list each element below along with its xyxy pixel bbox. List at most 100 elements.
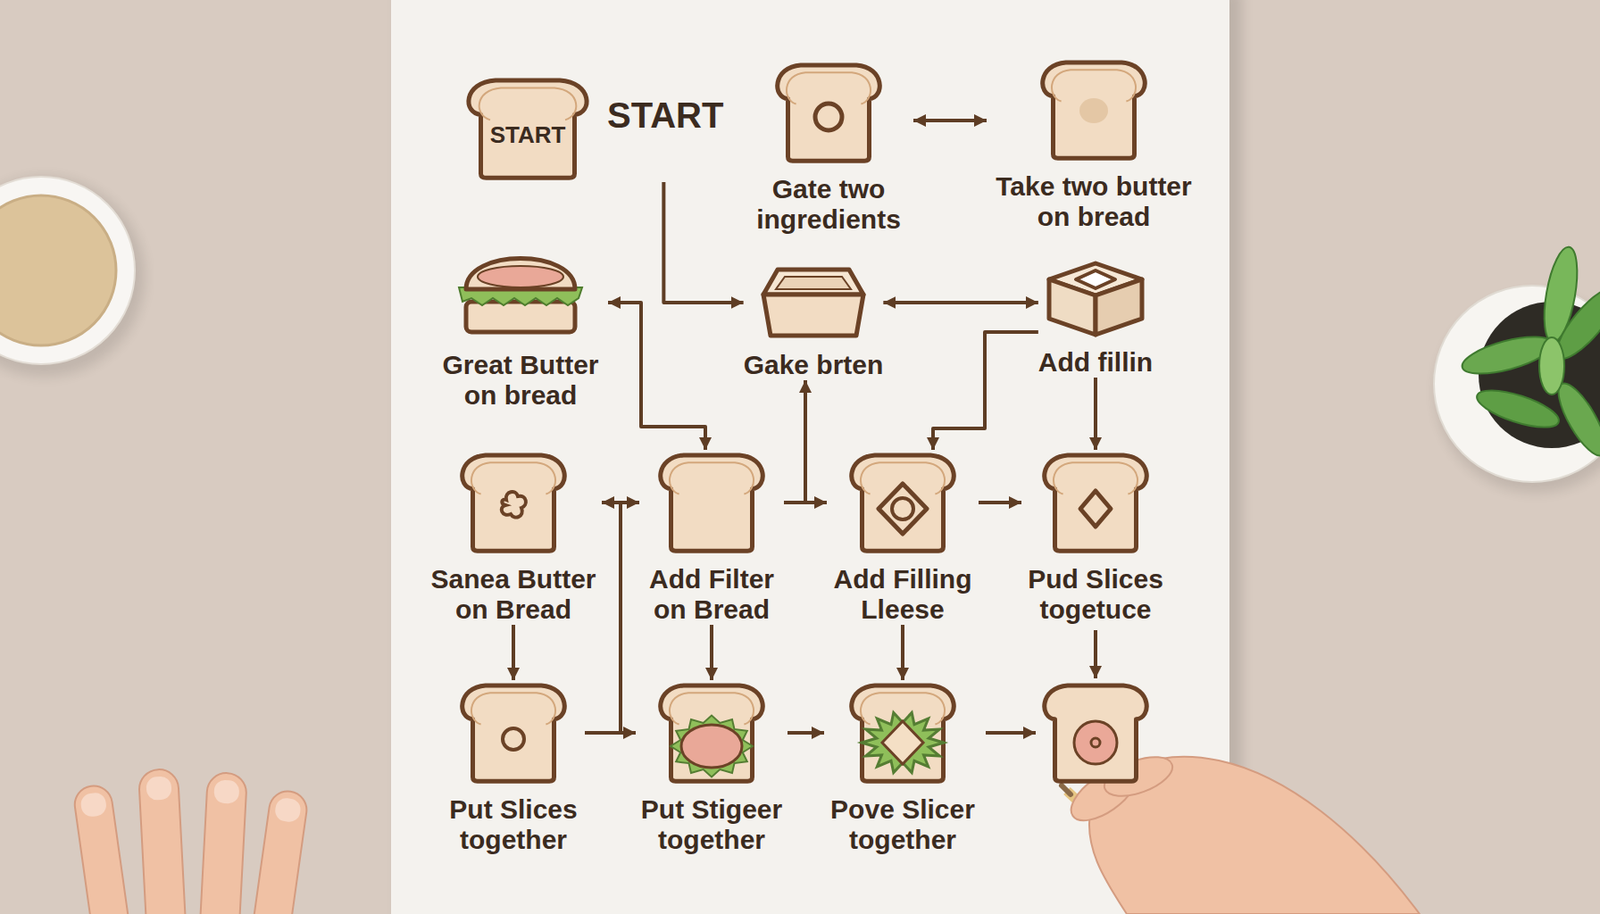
flow-arrow xyxy=(883,300,1038,305)
butter-smear xyxy=(1079,98,1109,124)
process-step: Sanea Butter on Bread xyxy=(425,450,602,625)
bread-slice xyxy=(462,455,566,551)
step-label: START xyxy=(607,94,724,136)
start-label: START xyxy=(460,75,595,183)
bread-slice xyxy=(1044,455,1148,551)
finger xyxy=(199,772,248,914)
leaf xyxy=(1539,337,1565,395)
node-icon xyxy=(1035,57,1152,163)
bread-crust xyxy=(1051,69,1136,101)
step-label: Add fillin xyxy=(1038,347,1153,378)
flow-arrow xyxy=(913,118,987,123)
step-label: Add Filling Lleese xyxy=(826,564,979,625)
cube-right xyxy=(1095,279,1142,335)
flow-arrow xyxy=(978,500,1022,505)
node-icon xyxy=(653,680,770,786)
icon-drawing xyxy=(1037,450,1154,556)
bread-slice xyxy=(660,685,764,782)
coffee-cup xyxy=(0,176,135,365)
icon-drawing xyxy=(455,680,572,786)
node-icon xyxy=(758,264,869,342)
bread-crust xyxy=(479,87,577,120)
flow-arrow xyxy=(663,182,743,303)
diamond-symbol xyxy=(878,483,927,534)
bread-slice xyxy=(1044,685,1147,782)
flow-arrow xyxy=(584,731,636,735)
step-label: Take two butter on bread xyxy=(986,171,1201,233)
icon-drawing xyxy=(653,450,770,556)
ring-symbol xyxy=(891,498,914,520)
box-front xyxy=(763,294,864,336)
ring-symbol xyxy=(502,728,525,750)
nail xyxy=(213,779,240,804)
step-label: Sanea Butter on Bread xyxy=(425,564,602,625)
start-node: START START xyxy=(460,75,724,183)
top-bun xyxy=(466,258,575,291)
icon-drawing xyxy=(653,680,770,786)
nail xyxy=(145,775,172,800)
icon-drawing xyxy=(770,59,887,166)
left-hand xyxy=(72,768,309,914)
flow-arrow xyxy=(601,500,640,505)
node-icon xyxy=(770,59,887,166)
ring-symbol xyxy=(815,103,842,131)
node-icon xyxy=(1043,258,1148,339)
node-icon xyxy=(453,242,588,342)
node-icon: START xyxy=(460,75,595,183)
flow-arrow xyxy=(1093,377,1098,450)
bread-slice xyxy=(660,455,764,551)
step-label: Pove Slicer together xyxy=(824,794,982,856)
flow-arrow xyxy=(1093,630,1098,679)
icon-drawing xyxy=(1035,57,1152,163)
step-label: Gate two ingredients xyxy=(743,174,914,235)
cube-left xyxy=(1049,279,1096,335)
flow-arrow xyxy=(608,302,706,450)
cheese-slice xyxy=(882,721,924,765)
nail xyxy=(274,797,302,825)
icon-drawing xyxy=(1043,258,1148,339)
paper-sheet xyxy=(391,0,1230,914)
finger xyxy=(138,768,187,914)
bread-crust xyxy=(471,462,556,494)
flow-arrow xyxy=(985,731,1036,735)
process-step: Gake brten xyxy=(743,264,884,381)
bread-slice xyxy=(462,685,566,782)
node-icon xyxy=(653,450,770,556)
node-icon xyxy=(455,450,572,556)
flow-arrow xyxy=(933,332,1039,450)
bread-slice xyxy=(1042,62,1146,159)
process-step: Great Butter on bread xyxy=(433,242,609,411)
butter-blob xyxy=(501,491,526,517)
flow-arrow xyxy=(511,625,516,681)
ham-layer xyxy=(477,266,564,288)
flow-arrow xyxy=(787,731,825,735)
process-step: Add Filter on Bread xyxy=(639,450,784,625)
box-inner xyxy=(775,276,851,290)
process-step: Add Filling Lleese xyxy=(826,450,979,625)
bread-slice xyxy=(851,455,955,551)
ham-slice xyxy=(1074,721,1117,765)
succulent-plant xyxy=(1458,244,1600,462)
node-icon xyxy=(844,680,961,786)
node-icon xyxy=(844,450,961,556)
ham-slice xyxy=(681,725,742,768)
bread-crust xyxy=(669,462,754,494)
bread-crust xyxy=(786,72,871,104)
box-top xyxy=(763,269,864,295)
pencil-tip xyxy=(1061,785,1071,795)
bread-crust xyxy=(471,692,556,725)
process-step: Take two butter on bread xyxy=(986,57,1201,233)
process-step: Pove Slicer together xyxy=(824,680,982,856)
finger-nails xyxy=(79,775,302,824)
icon-drawing xyxy=(453,242,588,342)
dot xyxy=(1091,738,1100,748)
icon-drawing xyxy=(844,450,961,556)
nail xyxy=(79,791,108,819)
step-label: Put Slices together xyxy=(441,794,585,856)
bread-slice xyxy=(777,65,881,161)
node-icon xyxy=(455,680,572,786)
icon-drawing xyxy=(844,680,961,786)
process-step: Gate two ingredients xyxy=(743,59,914,235)
bread-slice xyxy=(851,685,955,782)
